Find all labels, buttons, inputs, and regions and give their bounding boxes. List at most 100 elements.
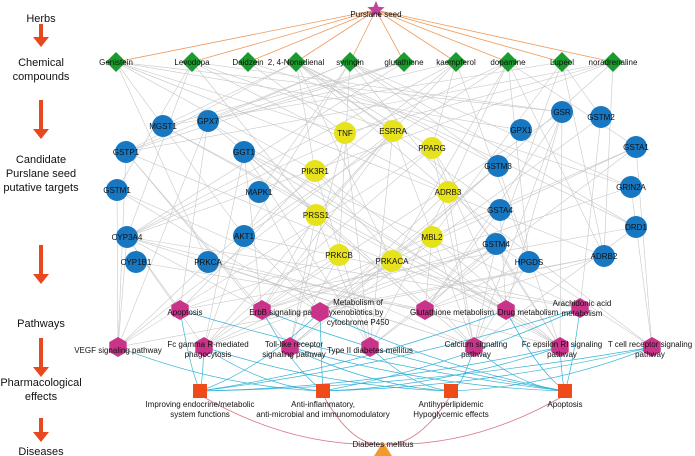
network-edge	[125, 151, 263, 311]
pathway-node-t-cell-receptor-signaling-pathway	[643, 337, 661, 357]
network-edge	[203, 235, 245, 348]
target-label: GGT1	[233, 148, 255, 157]
pathway-node-arachidonic-acid-metabolism	[571, 298, 589, 318]
pathway-node-erbb-signaling-pathway	[253, 300, 271, 320]
pathway-node-metabolism-of-xenobiotics-by-cytochrome-p450	[311, 302, 329, 322]
compound-node-2-4-nonadienal	[286, 52, 306, 72]
target-node-gsta4	[489, 199, 511, 221]
pathway-label: xenobiotics by	[333, 308, 384, 317]
network-edge	[507, 61, 605, 257]
pathway-label: phagocytosis	[185, 350, 232, 359]
network-edge	[424, 255, 605, 311]
pathway-effect-edge	[203, 346, 324, 392]
network-edge	[116, 189, 119, 348]
pathway-node-fc-gamma-r-mediated-phagocytosis	[195, 337, 213, 357]
target-label: GSTA1	[623, 143, 649, 152]
network-edge	[261, 243, 497, 311]
network-edge	[447, 191, 475, 348]
network-edge	[507, 61, 530, 263]
network-edge	[125, 61, 351, 153]
network-edge	[126, 61, 509, 238]
pathway-label: Metabolism of	[333, 298, 384, 307]
network-edge	[191, 61, 394, 132]
network-edge	[203, 147, 433, 348]
network-edge	[344, 132, 371, 348]
network-edge	[203, 151, 245, 348]
network-edge	[207, 261, 426, 311]
pathway-effect-edge	[473, 346, 566, 392]
network-edge	[424, 261, 530, 311]
compound-label: syringin	[336, 58, 364, 67]
row-label-effects: effects	[25, 391, 58, 403]
compound-node-syringin	[340, 52, 360, 72]
row-label-diseases: Diseases	[18, 446, 64, 456]
pathway-effect-edge	[203, 346, 452, 392]
compound-label: Genistein	[99, 58, 133, 67]
compound-label: Levodopa	[174, 58, 210, 67]
network-edge	[207, 61, 405, 122]
network-edge	[505, 111, 563, 311]
network-edge	[349, 9, 377, 63]
network-edge	[473, 243, 497, 348]
effect-label: system functions	[170, 410, 230, 419]
network-edge	[424, 243, 497, 311]
pathway-node-apoptosis	[171, 300, 189, 320]
effect-label: anti-microbial and immunomodulatory	[256, 410, 389, 419]
target-label: MBL2	[422, 233, 443, 242]
compound-label: glutathione	[384, 58, 424, 67]
pathway-effect-edge	[261, 309, 566, 392]
pathway-label: Toll-like receptor	[265, 340, 324, 349]
pathway-effect-edge	[322, 346, 653, 392]
arrow-layer	[33, 24, 49, 442]
network-edge	[431, 147, 507, 311]
pathway-label: pathway	[461, 350, 491, 359]
effect-label: Apoptosis	[547, 400, 582, 409]
pathway-label: Type II diabetes mellitus	[327, 346, 413, 355]
network-edge	[126, 61, 614, 238]
pathway-effect-edge	[369, 346, 452, 392]
row-label-compounds: Chemical	[18, 57, 64, 69]
target-node-adrb2	[593, 245, 615, 267]
target-label: ESRRA	[379, 127, 407, 136]
target-node-gstp1	[115, 141, 137, 163]
target-label: AKT1	[234, 232, 255, 241]
pathway-node-calcium-signaling-pathway	[465, 337, 483, 357]
effect-disease-edge	[199, 394, 384, 445]
network-edge	[117, 261, 209, 348]
pathway-node-toll-like-receptor-signaling-pathway	[281, 337, 299, 357]
compound-node-lupeol	[552, 52, 572, 72]
pathway-label: pathway	[635, 350, 665, 359]
target-node-gstm3	[487, 155, 509, 177]
network-edge	[243, 61, 351, 237]
herb-label: Purslane seed	[350, 10, 401, 19]
network-edge	[243, 235, 321, 313]
network-edge	[295, 61, 637, 228]
network-edge	[561, 61, 602, 118]
network-edge	[261, 130, 394, 311]
network-edge	[561, 61, 605, 257]
network-edge	[447, 191, 653, 348]
network-edge	[431, 61, 457, 149]
target-node-cyp3a4	[116, 226, 138, 248]
target-label: ADRB2	[591, 252, 618, 261]
row-label-herbs: Herbs	[26, 13, 56, 25]
target-label: GSTM2	[587, 113, 615, 122]
network-edge	[125, 61, 297, 153]
network-edge	[295, 61, 499, 167]
network-edge	[261, 214, 317, 311]
network-edge	[117, 130, 394, 348]
network-edge	[125, 61, 614, 153]
compound-node-levodopa	[182, 52, 202, 72]
compound-node-dopamine	[498, 52, 518, 72]
target-node-pik3r1	[304, 160, 326, 182]
row-label-effects: Pharmacological	[0, 377, 81, 389]
network-edge	[499, 209, 507, 311]
target-node-prkaca	[381, 250, 403, 272]
effect-node-apoptosis	[558, 384, 572, 398]
pathway-label: metabolism	[562, 309, 603, 318]
target-label: GSTM1	[103, 186, 131, 195]
target-label: PPARG	[418, 144, 445, 153]
pathway-label: Drug metabolism	[498, 308, 559, 317]
pathway-effect-edge	[319, 311, 566, 392]
